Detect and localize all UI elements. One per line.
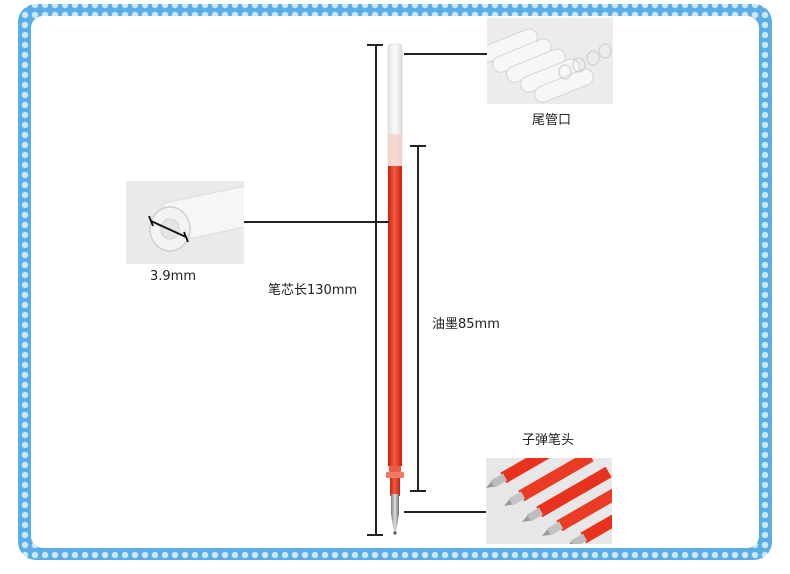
- metal-tip: [391, 494, 399, 514]
- leader-line-tail: [404, 53, 488, 55]
- pen-refill: [386, 43, 404, 535]
- leader-line-tip: [404, 511, 486, 513]
- refill-length-label: 笔芯长130mm: [268, 283, 358, 298]
- bullet-tip-label: 子弹笔头: [522, 433, 575, 448]
- diameter-label: 3.9mm: [150, 269, 197, 284]
- ink-section: [388, 166, 402, 466]
- tail-opening-label: 尾管口: [532, 113, 572, 128]
- diameter-photo: [126, 181, 244, 264]
- diameter-measure-icon: [150, 220, 187, 238]
- leader-line-diameter: [244, 221, 389, 223]
- ink-length-label: 油墨85mm: [432, 317, 500, 332]
- collar: [386, 472, 404, 478]
- ink-length-bracket: [417, 145, 419, 492]
- bullet-tip-photo: [486, 458, 612, 544]
- tail-opening-photo: [487, 18, 613, 104]
- length-bracket: [375, 44, 377, 536]
